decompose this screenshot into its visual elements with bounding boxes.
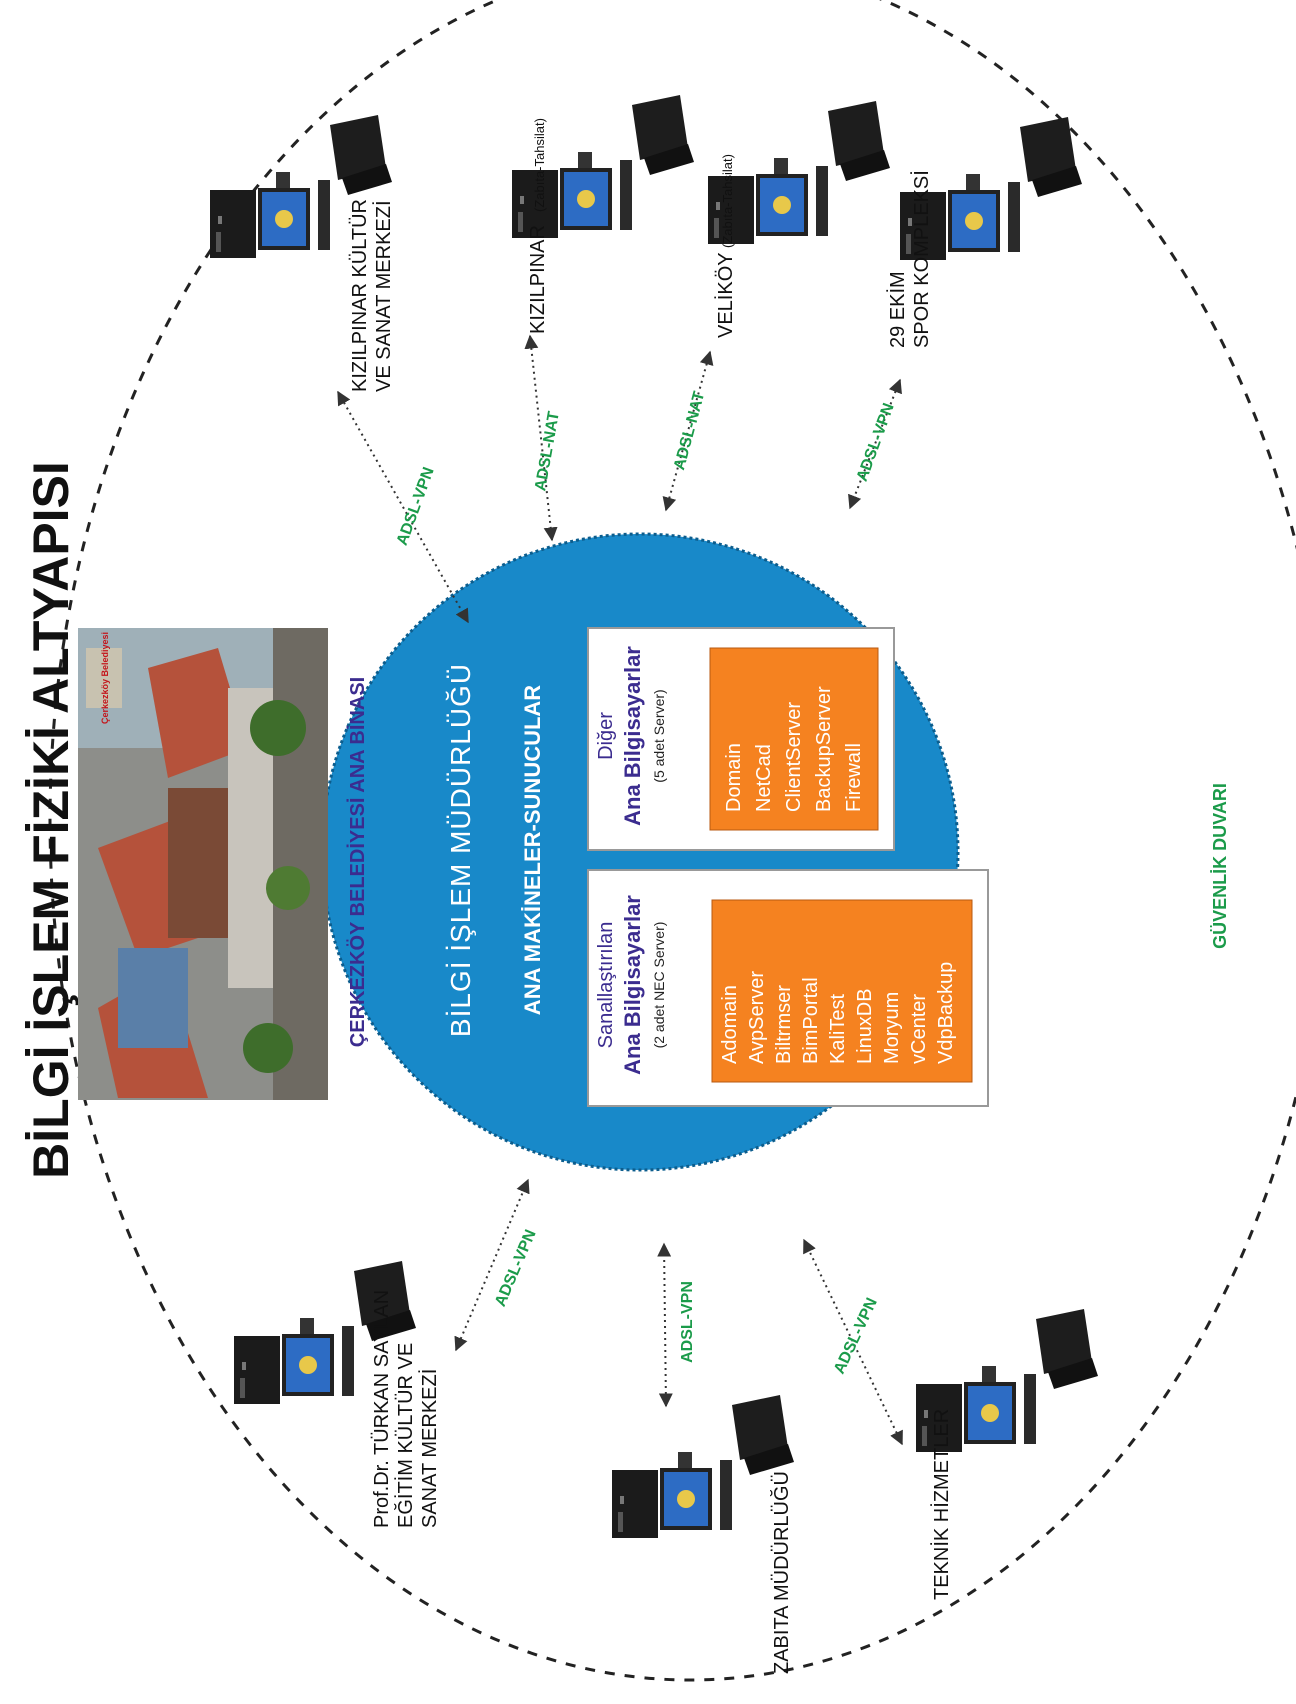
- other-server-list: Domain NetCad ClientServer BackupServer Fire…: [723, 686, 865, 812]
- site-velikoy: VELİKÖY: [714, 252, 737, 338]
- link-label-turkan: ADSL-VPN: [492, 1227, 540, 1309]
- virtualized-server-name: VdpBackup: [935, 962, 957, 1064]
- other-server-name: NetCad: [753, 744, 775, 812]
- other-servers-box: Diğer Ana Bilgisayarlar (5 adet Server) …: [587, 627, 895, 851]
- connections: [337, 334, 903, 1446]
- virtualized-name: Ana Bilgisayarlar: [620, 895, 645, 1075]
- virtualized-server-name: LinuxDB: [854, 988, 876, 1064]
- site-kizilpinar-kultur-line2: VE SANAT MERKEZİ: [372, 200, 395, 392]
- site-kizilpinar-kultur-line1: KIZILPINAR KÜLTÜR: [349, 199, 371, 392]
- other-server-name: Firewall: [843, 743, 865, 812]
- site-turkan-line1: Prof.Dr. TÜRKAN SAYLAN: [371, 1290, 393, 1528]
- page-title: BİLGİ İŞLEM FİZİKİ ALTYAPISI: [23, 461, 79, 1179]
- other-name: Ana Bilgisayarlar: [620, 646, 645, 826]
- link-label-teknik: ADSL-VPN: [831, 1295, 881, 1376]
- other-server-name: ClientServer: [783, 702, 805, 812]
- firewall-boundary: [48, 0, 1296, 1682]
- center-subtitle: ANA MAKİNELER-SUNUCULAR: [520, 685, 545, 1015]
- site-teknik: TEKNİK HİZMETLER: [930, 1409, 953, 1600]
- link-zabita: [657, 1242, 673, 1408]
- site-spor-line2: SPOR KOMPLEKSİ: [910, 170, 933, 348]
- virtualized-heading: Sanallaştırılan: [595, 922, 617, 1049]
- link-kizilpinar: [524, 334, 558, 542]
- link-turkan: [454, 1178, 530, 1352]
- link-label-spor: ADSL-VPN: [854, 401, 898, 484]
- other-heading: Diğer: [595, 712, 617, 760]
- other-note: (5 adet Server): [651, 689, 667, 782]
- site-velikoy-sub: (Zabıta-Tahsilat): [720, 154, 735, 248]
- virtualized-note: (2 adet NEC Server): [651, 922, 667, 1049]
- computer-icon: [708, 101, 890, 244]
- virtualized-servers-box: Sanallaştırılan Ana Bilgisayarlar (2 ade…: [587, 869, 989, 1107]
- computer-icon: [612, 1395, 794, 1538]
- link-label-kizilpinar-kultur: ADSL-VPN: [394, 465, 438, 548]
- virtualized-server-name: Adomain: [719, 985, 741, 1064]
- site-zabita: ZABITA MÜDÜRLÜĞÜ: [770, 1471, 793, 1674]
- virtualized-server-name: AvpServer: [746, 971, 768, 1064]
- firewall-label: GÜVENLİK DUVARI: [1210, 783, 1230, 949]
- other-server-name: Domain: [723, 743, 745, 812]
- site-turkan-line3: SANAT MERKEZİ: [418, 1369, 441, 1528]
- link-spor: [848, 378, 902, 510]
- link-teknik: [803, 1238, 903, 1446]
- site-turkan-line2: EĞİTİM KÜLTÜR VE: [394, 1343, 417, 1528]
- virtualized-server-name: vCenter: [908, 994, 930, 1064]
- building-logo-text: Çerkezköy Belediyesi: [100, 632, 110, 724]
- site-spor-line1: 29 EKİM: [886, 271, 909, 348]
- center-title: BİLGİ İŞLEM MÜDÜRLÜĞÜ: [445, 663, 476, 1037]
- virtualized-server-name: Biltrmser: [773, 985, 795, 1064]
- virtualized-server-name: BimPortal: [800, 977, 822, 1064]
- other-server-name: BackupServer: [813, 686, 835, 812]
- link-label-kizilpinar: ADSL-NAT: [532, 410, 563, 493]
- virtualized-server-name: KaliTest: [827, 994, 849, 1064]
- building-caption: ÇERKEZKÖY BELEDİYESİ ANA BİNASI: [346, 677, 369, 1047]
- link-label-zabita: ADSL-VPN: [679, 1281, 696, 1363]
- site-kizilpinar: KIZILPINAR: [527, 225, 549, 334]
- site-kizilpinar-sub: (Zabıta-Tahsilat): [532, 118, 547, 212]
- virtualized-server-name: Moryum: [881, 992, 903, 1064]
- link-kizilpinar-kultur: [337, 390, 469, 624]
- building-photo: Çerkezköy Belediyesi: [78, 628, 328, 1100]
- link-label-velikoy: ADSL-NAT: [671, 390, 708, 472]
